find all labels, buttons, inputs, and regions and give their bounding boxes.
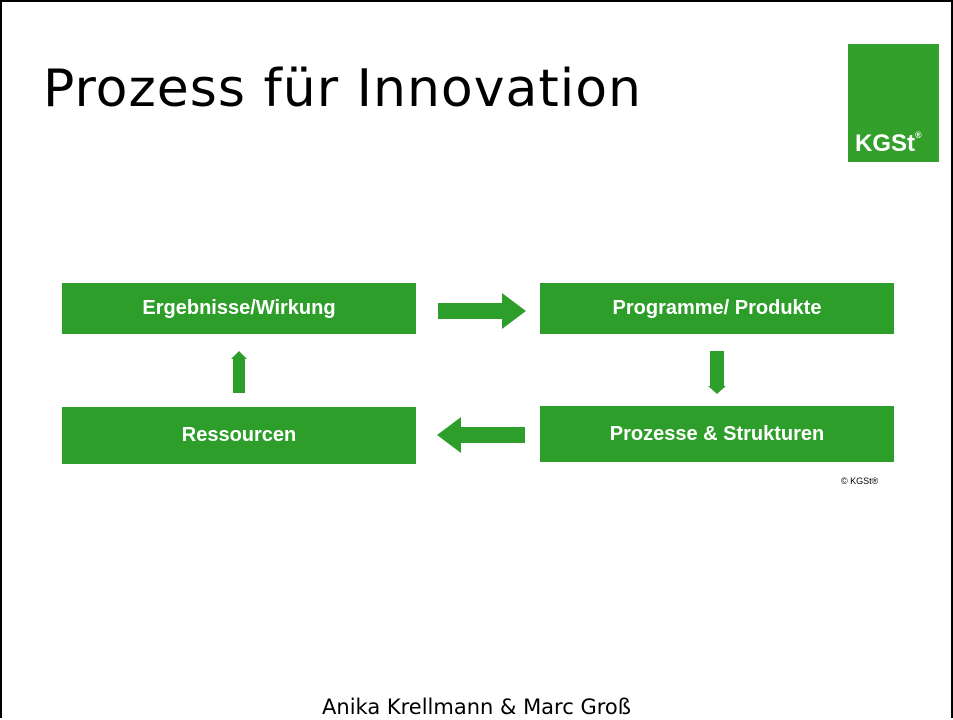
logo-text: KGSt® [855,130,922,158]
kgst-logo: KGSt® [848,44,939,162]
slide-title: Prozess für Innovation [43,59,642,119]
arrow-right-icon [438,293,526,329]
node-ressourcen: Ressourcen [62,407,416,464]
node-prozesse-strukturen: Prozesse & Strukturen [540,406,894,462]
node-ergebnisse-wirkung: Ergebnisse/Wirkung [62,283,416,334]
arrow-down-icon [708,351,726,394]
node-programme-produkte: Programme/ Produkte [540,283,894,334]
logo-registered-mark: ® [915,130,922,140]
arrow-left-icon [437,417,525,453]
logo-wordmark: KGSt [855,130,915,157]
copyright-note: © KGSt® [841,476,879,486]
arrow-up-icon [231,351,247,393]
footer-authors: Anika Krellmann & Marc Groß [322,695,631,718]
